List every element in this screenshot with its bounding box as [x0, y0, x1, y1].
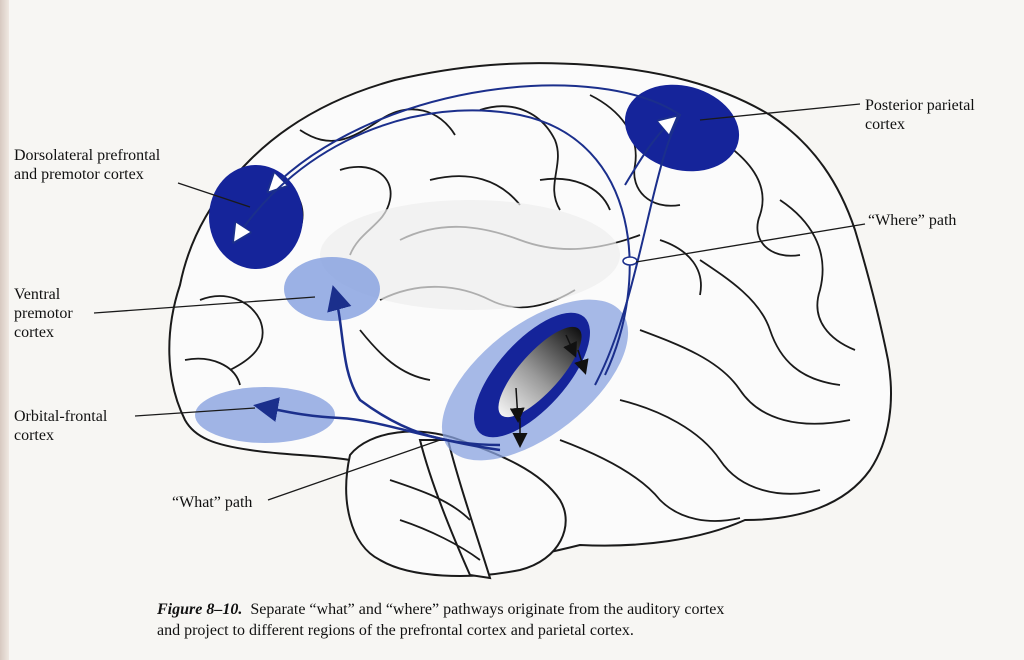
caption-text-line2: and project to different regions of the … — [157, 622, 634, 639]
insula-region — [320, 200, 620, 310]
label-vpm-line3: cortex — [14, 324, 54, 341]
label-where-path: “Where” path — [868, 211, 956, 230]
label-orbital-frontal: Orbital-frontal cortex — [14, 407, 107, 445]
label-what-path: “What” path — [172, 493, 252, 512]
label-vpm-line1: Ventral — [14, 286, 61, 303]
label-ppc-line1: Posterior parietal — [865, 97, 975, 114]
label-ppc-line2: cortex — [865, 116, 905, 133]
leader-lines — [93, 103, 866, 501]
posterior-parietal-region — [624, 84, 740, 172]
label-dlpfc-line2: and premotor cortex — [14, 166, 144, 183]
label-dlpfc-line1: Dorsolateral prefrontal — [14, 147, 161, 164]
where-pathways — [235, 84, 682, 386]
label-ofc-line1: Orbital-frontal — [14, 408, 108, 425]
caption-line1: Figure 8–10. Separate “what” and “where”… — [157, 599, 957, 620]
label-ventral-premotor: Ventral premotor cortex — [14, 285, 73, 342]
figure-caption: Figure 8–10. Separate “what” and “where”… — [157, 599, 957, 641]
what-pathways — [253, 285, 501, 452]
where-path-marker — [622, 256, 638, 266]
auditory-cortex-hole — [498, 326, 582, 418]
brainstem-outline — [418, 439, 492, 580]
caption-text-line1: Separate “what” and “where” pathways ori… — [250, 601, 725, 618]
ventral-premotor-region — [284, 257, 380, 321]
dorsolateral-prefrontal-region — [209, 165, 303, 269]
label-posterior-parietal: Posterior parietal cortex — [865, 96, 975, 134]
page-edge — [0, 0, 9, 660]
label-dlpfc: Dorsolateral prefrontal and premotor cor… — [14, 146, 160, 184]
auditory-inner-arrows — [509, 334, 589, 448]
label-vpm-line2: premotor — [14, 305, 73, 322]
caption-figure-number: Figure 8–10. — [157, 601, 243, 618]
label-ofc-line2: cortex — [14, 427, 54, 444]
label-where-text: “Where” path — [868, 212, 957, 229]
label-what-text: “What” path — [172, 494, 253, 511]
